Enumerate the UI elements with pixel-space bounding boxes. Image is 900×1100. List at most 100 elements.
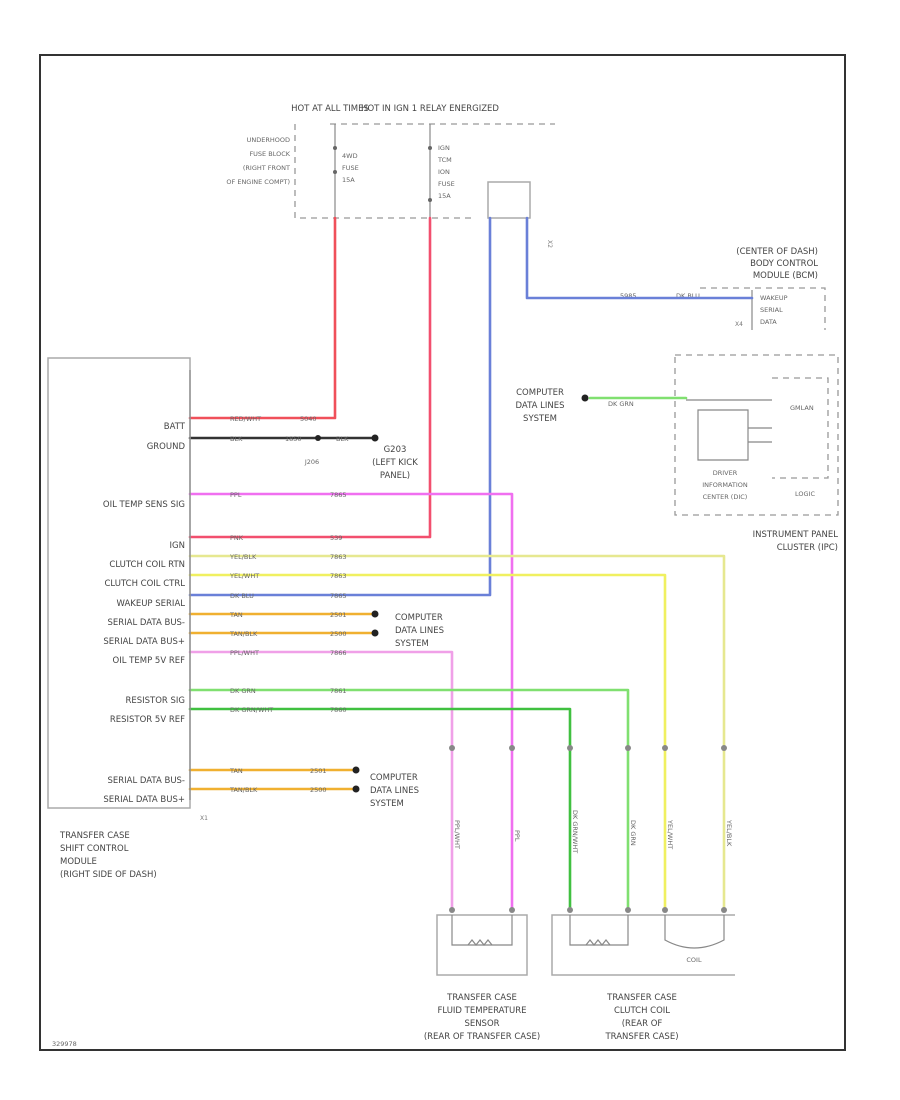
data-arrow-icon (581, 394, 589, 402)
wire-circuit-6: 7865 (330, 592, 347, 600)
transfer-case-clutch-coil: COIL TRANSFER CASE CLUTCH COIL (REAR OF … (551, 914, 735, 1042)
underhood-fuse-block: HOT AT ALL TIMES HOT IN IGN 1 RELAY ENER… (226, 104, 555, 219)
wire-oil-temp-5v (188, 650, 454, 912)
fuse1-label-2: FUSE (342, 164, 359, 172)
fuse2-label-5: 15A (438, 192, 451, 200)
fuse-block-label-2: FUSE BLOCK (249, 150, 290, 158)
data-lines-1-1: COMPUTER (395, 613, 443, 623)
pin-icon (662, 745, 668, 751)
wire-circuit-8: 2500 (330, 630, 347, 638)
module-label-12: SERIAL DATA BUS- (107, 776, 185, 786)
wire-label-9: PPL/WHT (230, 649, 259, 657)
ipc-data-lines-2: DATA LINES (516, 401, 565, 411)
wire-label-1: BLK (230, 435, 243, 443)
pin-icon (721, 745, 727, 751)
vlabel-4: YEL/WHT (666, 819, 674, 849)
sensor1-title-2: FLUID TEMPERATURE (438, 1006, 527, 1016)
instrument-panel-cluster: GMLAN LOGIC DRIVER INFORMATION CENTER (D… (516, 354, 839, 553)
vlabel-0: PPL/WHT (453, 820, 461, 849)
module-label-13: SERIAL DATA BUS+ (103, 795, 185, 805)
module-label-9: OIL TEMP 5V REF (113, 656, 186, 666)
fuse2-label-4: FUSE (438, 180, 455, 188)
data4-arrow-icon (352, 785, 360, 793)
bcm-circuit: 5985 (620, 292, 637, 300)
wire-circuit-4: 7863 (330, 553, 347, 561)
wire-label-5: YEL/WHT (229, 572, 259, 580)
data-lines-refs: COMPUTER DATA LINES SYSTEM COMPUTER DATA… (352, 610, 444, 809)
fuse-block-label-1: UNDERHOOD (247, 136, 290, 144)
data-lines-1-2: DATA LINES (395, 626, 444, 636)
ground-arrow-icon (371, 434, 379, 442)
fuse-ign-icon (428, 146, 432, 150)
data-lines-2-3: SYSTEM (370, 799, 404, 809)
pin-icon (449, 745, 455, 751)
ground-circuit: J206 BLK G203 (LEFT KICK PANEL) (304, 434, 418, 481)
wire-batt (188, 216, 337, 420)
sensor2-title-2: CLUTCH COIL (614, 1006, 670, 1016)
wire-oil-temp-sig (188, 492, 514, 912)
fuse-block-label-4: OF ENGINE COMPT) (226, 178, 290, 186)
ipc-title-1: INSTRUMENT PANEL (753, 530, 839, 540)
fuse-4wd-icon (333, 146, 337, 150)
data1-arrow-icon (371, 610, 379, 618)
fuse2-label-3: ION (438, 168, 450, 176)
pin-icon (625, 907, 631, 913)
ground-point-3: PANEL) (380, 471, 410, 481)
connector-pins (449, 745, 727, 913)
module-label-8: SERIAL DATA BUS+ (103, 637, 185, 647)
vlabel-5: YEL/BLK (725, 819, 733, 847)
diagram-code: 329978 (52, 1040, 77, 1048)
fuse1-label-1: 4WD (342, 152, 358, 160)
coil-icon (664, 915, 725, 949)
wire-circuit-1: 1850 (285, 435, 302, 443)
pin-icon (625, 745, 631, 751)
wire-circuit-13: 2500 (310, 786, 327, 794)
wire-label-11: DK GRN/WHT (230, 706, 273, 714)
ipc-dic-1: DRIVER (713, 469, 738, 477)
module-label-11: RESISTOR 5V REF (110, 715, 185, 725)
ipc-data-lines-3: SYSTEM (523, 414, 557, 424)
clutch-resistor-icon (585, 939, 611, 946)
wire-circuit-0: 5040 (300, 415, 317, 423)
pin-icon (662, 907, 668, 913)
hot-at-all-times-label: HOT AT ALL TIMES (291, 104, 369, 114)
wire-circuit-11: 7860 (330, 706, 347, 714)
pin-icon (721, 907, 727, 913)
module-title-4: (RIGHT SIDE OF DASH) (60, 870, 157, 880)
module-label-1: GROUND (147, 442, 186, 452)
sensor2-title-1: TRANSFER CASE (606, 993, 677, 1003)
wire-circuit-2: 7865 (330, 491, 347, 499)
coil-label: COIL (686, 956, 702, 964)
ipc-logic: LOGIC (795, 490, 815, 498)
module-label-3: IGN (170, 541, 185, 551)
fuse1-label-3: 15A (342, 176, 355, 184)
diagram-frame (39, 54, 846, 1051)
wires (188, 216, 754, 912)
data-lines-2-1: COMPUTER (370, 773, 418, 783)
module-connector: X1 (200, 815, 208, 822)
sensor1-title-1: TRANSFER CASE (446, 993, 517, 1003)
bcm-pin-3: DATA (760, 318, 777, 326)
bcm-title-3: MODULE (BCM) (753, 271, 818, 281)
pin-icon (567, 745, 573, 751)
module-label-5: CLUTCH COIL CTRL (104, 579, 185, 589)
wire-label-4: YEL/BLK (229, 553, 257, 561)
ipc-dic-3: CENTER (DIC) (703, 493, 748, 501)
bcm-pin-2: SERIAL (760, 306, 783, 314)
splice-dot-icon (315, 435, 321, 441)
sensor1-title-3: SENSOR (464, 1019, 499, 1029)
module-label-7: SERIAL DATA BUS- (107, 618, 185, 628)
pin-icon (509, 745, 515, 751)
bcm-title-1: (CENTER OF DASH) (736, 247, 818, 257)
ground-point-2: (LEFT KICK (372, 458, 418, 468)
fuse2-label-2: TCM (437, 156, 452, 164)
splice-pack (487, 181, 531, 219)
wire-clutch-ctrl (188, 573, 667, 912)
wire-bcm-wakeup (525, 216, 754, 300)
ground-splice: J206 (304, 458, 319, 466)
wire-ign (188, 216, 432, 539)
data3-arrow-icon (352, 766, 360, 774)
module-title-1: TRANSFER CASE (59, 831, 130, 841)
pin-icon (567, 907, 573, 913)
